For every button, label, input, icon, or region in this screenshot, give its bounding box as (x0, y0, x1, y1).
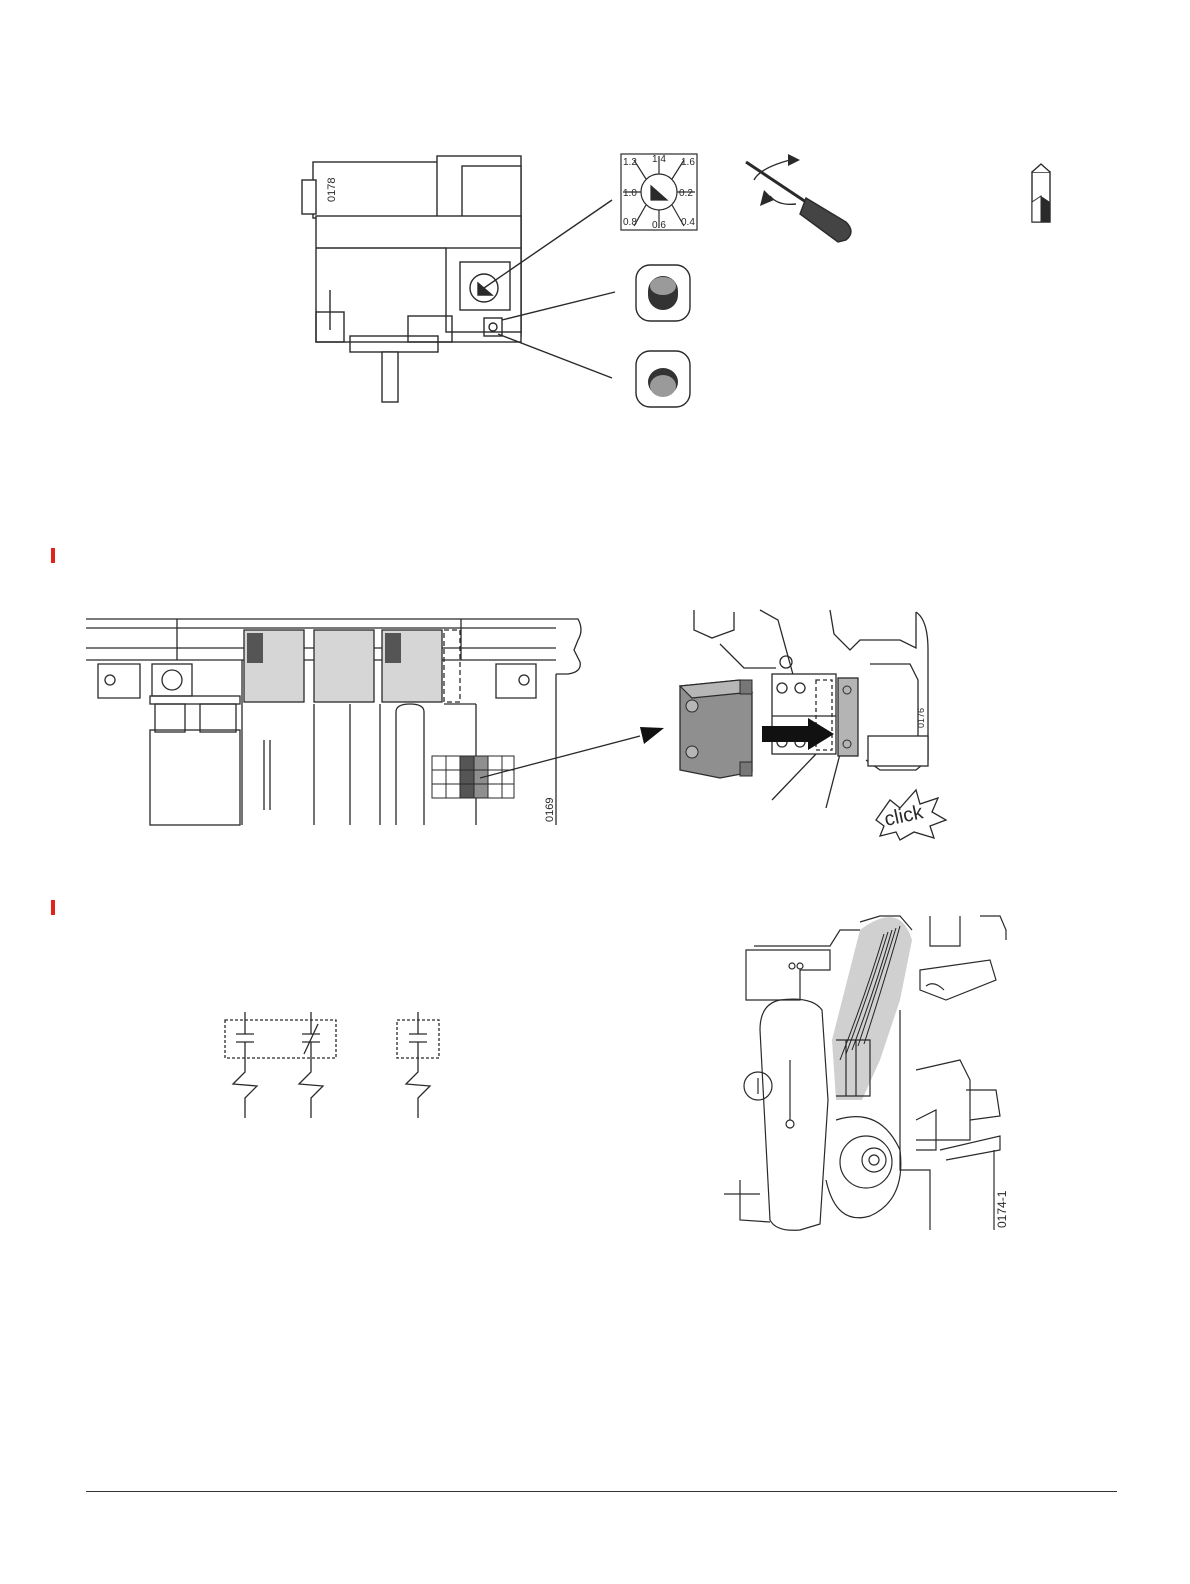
figure3-code: 0174-1 (995, 1190, 1009, 1228)
footer-rule (86, 1491, 1117, 1492)
